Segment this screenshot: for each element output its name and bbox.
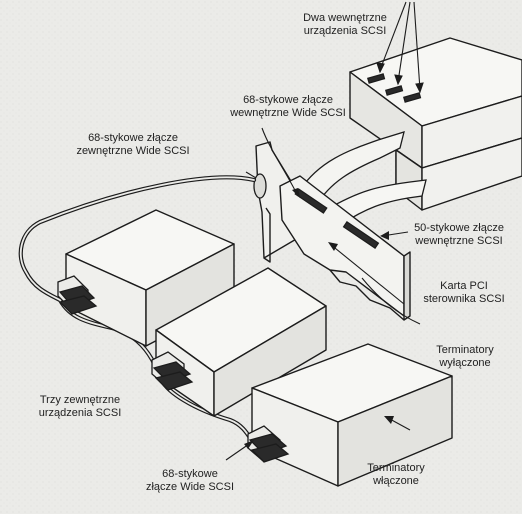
label-internal-50pin-line1: 50-stykowe złącze — [414, 222, 504, 234]
internal-device-lower — [395, 137, 522, 211]
label-external-68pin-line1: 68-stykowe złącze — [88, 132, 178, 144]
label-pci-card-line1: Karta PCI — [440, 280, 488, 292]
label-terminators-on-line2: włączone — [373, 475, 419, 487]
label-external-devices: Trzy zewnętrzne urządzenia SCSI — [28, 394, 132, 420]
label-internal-devices-line1: Dwa wewnętrzne — [303, 12, 387, 24]
pci-card — [255, 141, 411, 321]
label-pci-card-line2: sterownika SCSI — [423, 293, 505, 305]
label-terminators-off: Terminatory wyłączone — [420, 344, 510, 370]
label-internal-50pin-line2: wewnętrzne SCSI — [415, 235, 503, 247]
internal-devices-pointer-arrows — [376, 1, 424, 94]
label-external-devices-line2: urządzenia SCSI — [38, 407, 122, 419]
label-terminators-off-line2: wyłączone — [439, 357, 491, 369]
ribbon-cable-wide — [299, 131, 405, 208]
pointer-arrowheads — [244, 188, 394, 449]
label-terminators-off-line1: Terminatory — [436, 344, 494, 356]
internal-device-upper — [349, 37, 522, 169]
label-wide-connector-line1: 68-stykowe — [162, 468, 218, 480]
label-internal-devices: Dwa wewnętrzne urządzenia SCSI — [292, 12, 398, 38]
label-terminators-on-line1: Terminatory — [367, 462, 425, 474]
ribbon-cable-narrow — [324, 179, 427, 225]
label-external-68pin-connector: 68-stykowe złącze zewnętrzne Wide SCSI — [70, 132, 196, 158]
label-terminators-on: Terminatory włączone — [354, 462, 438, 488]
label-wide-connector: 68-stykowe złącze Wide SCSI — [138, 468, 242, 494]
label-internal-68pin-line1: 68-stykowe złącze — [243, 94, 333, 106]
label-external-68pin-line2: zewnętrzne Wide SCSI — [76, 145, 190, 157]
label-internal-devices-line2: urządzenia SCSI — [303, 25, 387, 37]
external-device-1 — [65, 209, 235, 347]
label-internal-50pin-connector: 50-stykowe złącze wewnętrzne SCSI — [404, 222, 514, 248]
label-external-devices-line1: Trzy zewnętrzne — [39, 394, 121, 406]
external-device-1-connector — [57, 275, 98, 315]
label-internal-68pin-connector: 68-stykowe złącze wewnętrzne Wide SCSI — [228, 94, 348, 120]
label-wide-connector-line2: złącze Wide SCSI — [145, 481, 235, 493]
external-device-3 — [251, 343, 453, 487]
internal-device-connectors — [367, 73, 422, 103]
label-internal-68pin-line2: wewnętrzne Wide SCSI — [230, 107, 346, 119]
external-device-2-connector — [151, 351, 194, 391]
external-device-2 — [155, 267, 327, 417]
label-pci-card: Karta PCI sterownika SCSI — [414, 280, 514, 306]
pci-card-50pin-connector — [342, 221, 380, 249]
pci-card-external-port — [253, 173, 267, 199]
